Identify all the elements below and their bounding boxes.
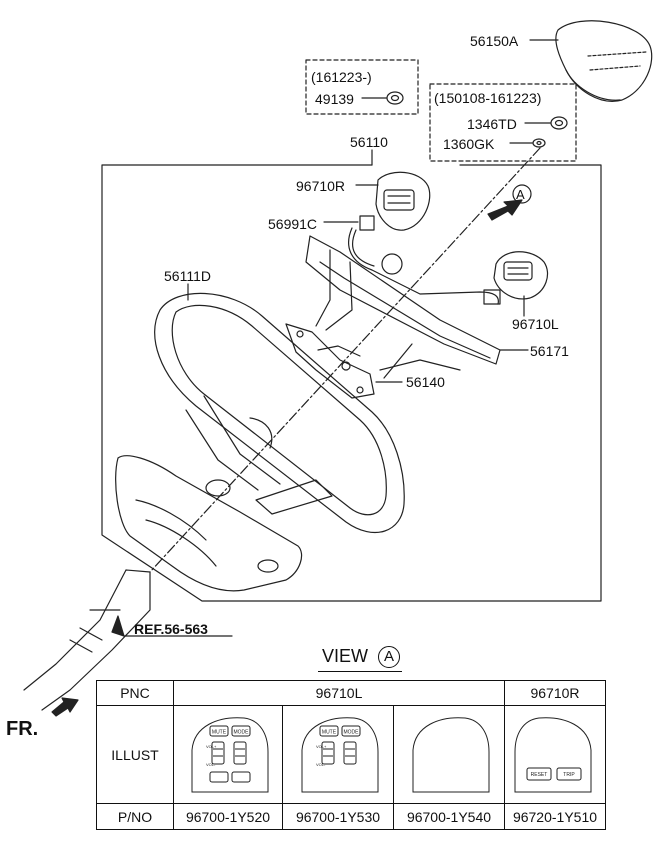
airbag-module [555,20,653,102]
label-range-161223: (161223-) [311,69,372,85]
pnc-96710L: 96710L [173,680,505,706]
btn-trip-text: TRIP [563,772,575,778]
part-no-2: 96700-1Y530 [282,803,394,830]
group-box-161223 [305,59,419,115]
btn-mode-text: MODE [234,729,250,735]
blank-cover-1y540-illustration [412,716,490,792]
part-no-4: 96720-1Y510 [504,803,606,830]
row-label-illust: ILLUST [96,705,174,804]
label-49139: 49139 [315,91,354,107]
assembly-frame [101,164,602,602]
label-1346TD: 1346TD [467,116,517,132]
parts-table: PNC 96710L 96710R ILLUST MUTE MODE VOL+ … [96,680,606,830]
switch-96710L [493,251,549,300]
label-1360GK: 1360GK [443,136,495,152]
switch-1y530-illustration: MUTE MODE VOL+ VOL- [301,716,379,792]
view-title: VIEW [322,646,369,666]
part-no-3: 96700-1Y540 [393,803,505,830]
washer-1360GK [532,138,546,148]
cover-56171 [305,235,501,379]
nut-1346TD [550,116,568,130]
btn-volup-text: VOL+ [316,744,327,749]
btn-voldown-text: VOL- [206,762,216,767]
view-marker: A [378,646,400,668]
btn-mute-text: MUTE [322,729,337,735]
label-56171: 56171 [530,343,569,359]
steering-wheel-56111D [154,292,405,533]
ref-arrow [111,615,125,637]
switch-1y510-illustration: RESET TRIP [514,716,592,792]
switch-96710R [375,171,431,231]
label-front: FR. [6,718,39,740]
label-56150A: 56150A [470,33,519,49]
btn-volup-text: VOL+ [206,744,217,749]
damper-56140 [285,323,375,399]
row-label-pnc: PNC [96,680,174,706]
group-box-150108 [429,83,577,162]
illust-cell-2: MUTE MODE VOL+ VOL- [282,705,394,804]
view-a-arrow [487,199,523,221]
switch-1y520-illustration: MUTE MODE VOL+ VOL- [191,716,269,792]
label-56110: 56110 [350,134,388,150]
view-a-circle [512,184,532,204]
pnc-96710R: 96710R [504,680,606,706]
illust-cell-4: RESET TRIP [504,705,606,804]
label-56111D: 56111D [164,268,211,284]
btn-reset-text: RESET [531,772,548,778]
btn-voldown-text: VOL- [316,762,326,767]
view-underline [318,671,402,672]
center-axis [149,147,541,573]
nut-49139 [386,91,404,105]
label-56140: 56140 [406,374,445,390]
illust-cell-1: MUTE MODE VOL+ VOL- [173,705,283,804]
illust-cell-3 [393,705,505,804]
label-96710R: 96710R [296,178,346,194]
front-arrow [51,697,79,717]
row-label-pno: P/NO [96,803,174,830]
btn-mute-text: MUTE [212,729,227,735]
label-view-a-marker: A [516,187,525,202]
label-56991C: 56991C [268,216,318,232]
steering-column [23,569,151,711]
btn-mode-text: MODE [344,729,360,735]
lower-cover [115,455,303,592]
label-ref: REF.56-563 [134,621,208,637]
part-no-1: 96700-1Y520 [173,803,283,830]
bracket-56991C [348,215,501,305]
label-range-150108: (150108-161223) [434,90,542,106]
label-96710L: 96710L [512,316,559,332]
